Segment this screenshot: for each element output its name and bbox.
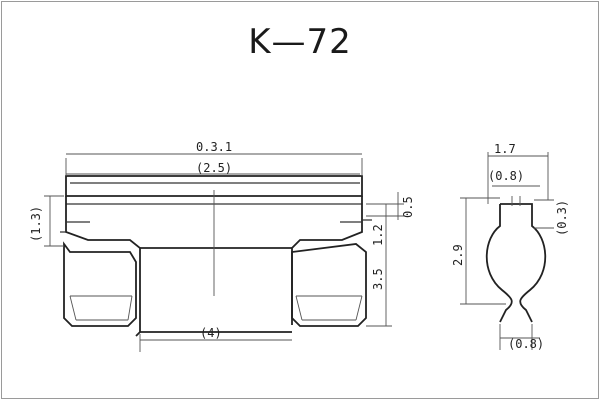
profile-outline	[485, 203, 547, 323]
front-right-foot	[291, 243, 367, 327]
front-right-foot-inner	[295, 295, 363, 321]
front-left-foot-inner	[69, 295, 133, 321]
side-profile	[485, 196, 547, 323]
profile-side-label: (0.3)	[555, 200, 569, 236]
dim-base-width: (4)	[139, 326, 292, 352]
dim-overall-width: 0.3.1	[65, 140, 363, 176]
profile-height-label: 2.9	[451, 244, 465, 266]
dim-right-side: 3.5 1.2 0.5	[366, 192, 415, 327]
dim-profile: 1.7 (0.8) 2.9 (0.3) (0.8)	[451, 142, 569, 351]
front-notch-lines	[60, 219, 372, 233]
dim-inner-width-label: (2.5)	[196, 161, 232, 175]
front-left-foot	[63, 241, 137, 327]
profile-bottom-label: (0.8)	[508, 337, 544, 351]
dim-right-step-label: 1.2	[371, 224, 385, 246]
dim-left-height: (1.3)	[29, 195, 64, 247]
dim-left-height-label: (1.3)	[29, 206, 43, 242]
front-center-bottom	[140, 247, 292, 333]
dim-small-right-label: 0.5	[401, 196, 415, 218]
profile-top-width-label: 1.7	[494, 142, 516, 156]
profile-inner-width-label: (0.8)	[488, 169, 524, 183]
dim-overall-width-label: 0.3.1	[196, 140, 232, 154]
drawing-title: K—72	[248, 22, 352, 62]
front-view	[60, 175, 372, 337]
dim-right-offset-label: 3.5	[371, 268, 385, 290]
dim-inner-width: (2.5)	[66, 161, 360, 175]
profile-inner-line	[511, 196, 521, 206]
dim-base-width-label: (4)	[200, 326, 222, 340]
